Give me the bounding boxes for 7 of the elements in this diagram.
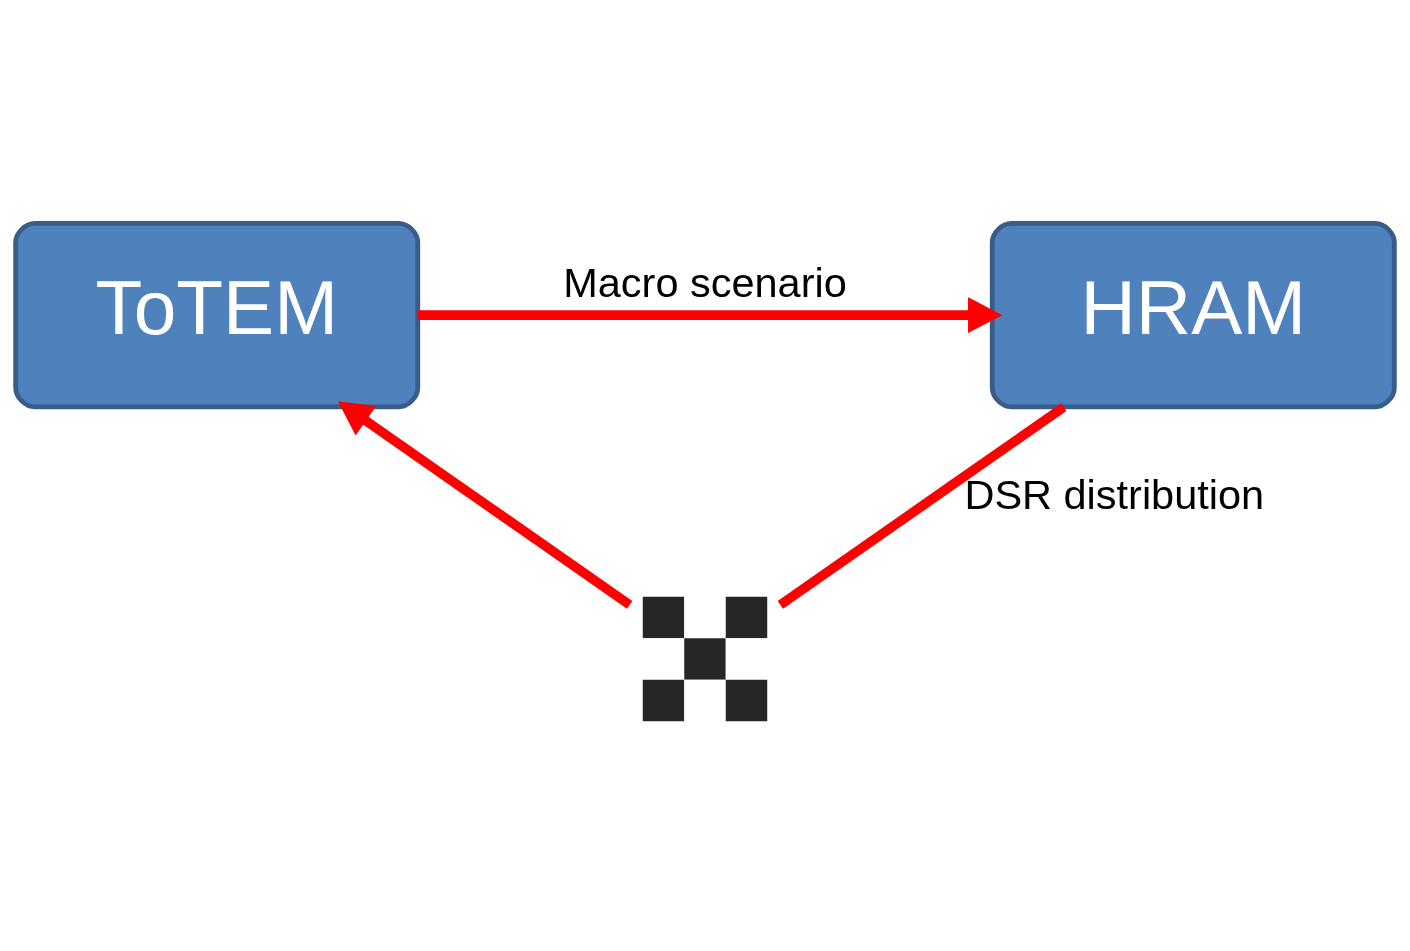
node-box: ToTEM (13, 221, 421, 410)
arrow (417, 297, 1003, 334)
arrow (337, 401, 633, 609)
node-box: HRAM (989, 221, 1397, 410)
connector (777, 403, 1067, 609)
edge-label: Macro scenario (563, 259, 847, 307)
edge-label: DSR distribution (964, 470, 1265, 518)
